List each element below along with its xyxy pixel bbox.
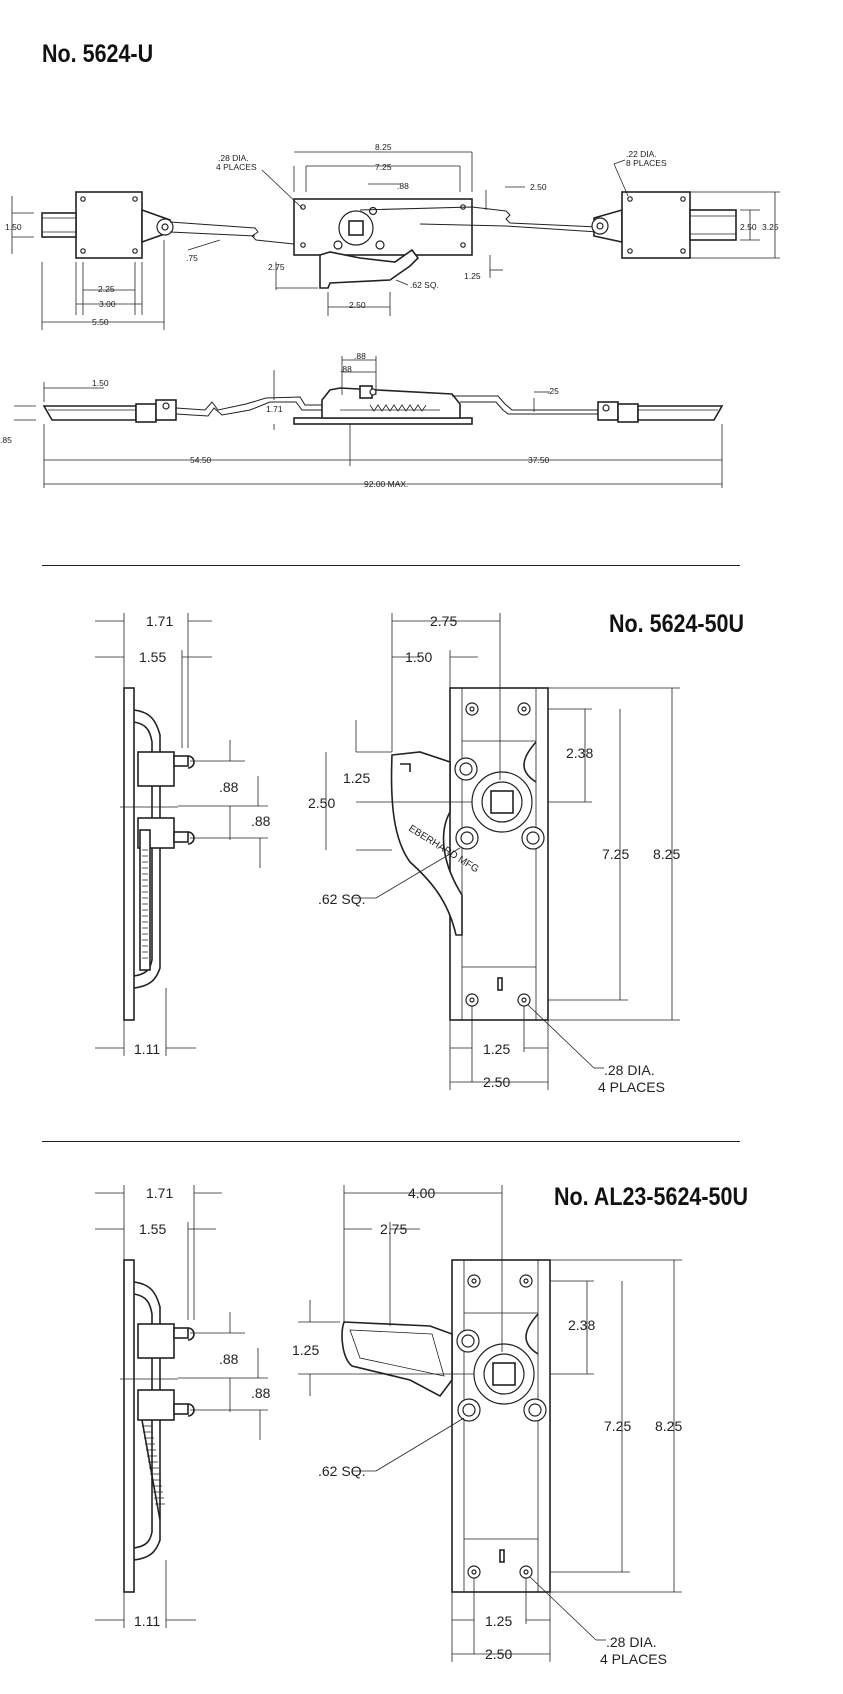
right-extrusion: [689, 209, 737, 241]
side-base-plate: [293, 417, 473, 425]
fig3-side-plate: [123, 1259, 135, 1593]
side-dim-88b: .88: [340, 364, 352, 374]
fig2-handle: [390, 751, 463, 936]
fig2-dim-62sq: .62 SQ.: [318, 891, 365, 907]
fig3-front-view: 4.00 2.75 2.38 1.25 7.25 8.25 .62 SQ. 1.…: [292, 1185, 682, 1667]
fig2-dim-171: 1.71: [146, 613, 173, 629]
left-extrusion: [41, 212, 77, 238]
fig2-dim-275: 2.75: [430, 613, 457, 629]
square-drive: [348, 220, 364, 236]
side-dim-5450: 54.50: [190, 455, 212, 465]
fig3-dim-238: 2.38: [568, 1317, 595, 1333]
fig2-dim-725: 7.25: [602, 846, 629, 862]
fig3-dim-171: 1.71: [146, 1185, 173, 1201]
dim-250-top: 2.50: [530, 182, 547, 192]
dim-150: 1.50: [5, 222, 22, 232]
fig2-dim-155: 1.55: [139, 649, 166, 665]
fig3-dim-250-bottom: 2.50: [485, 1646, 512, 1662]
title-5624-50u: No. 5624-50U: [609, 610, 745, 638]
fig3-dim-125-left: 1.25: [292, 1342, 319, 1358]
dim-825: 8.25: [375, 142, 392, 152]
fig3-dim-725: 7.25: [604, 1418, 631, 1434]
fig3-side-profile: 1.71 1.55 .88 .88 1.11: [95, 1185, 271, 1629]
fig3-dim-62sq: .62 SQ.: [318, 1463, 365, 1479]
dim-125: 1.25: [464, 271, 481, 281]
side-left-extrusion: [42, 405, 137, 421]
dim-62sq: .62 SQ.: [410, 280, 439, 290]
dim-225: 2.25: [98, 284, 115, 294]
fig2-front-plate: [449, 687, 549, 1021]
fig3-dim-4places: 4 PLACES: [600, 1651, 667, 1667]
drawing-5624-u: 8.25 7.25 .88 2.50 .28 DIA. 4 PLACES .22…: [0, 142, 780, 489]
fig2-dim-125-left: 1.25: [343, 770, 370, 786]
fig2-front-view: EBERHARD MFG 2.75 1.50 2.38 1.25 2.50 7.…: [308, 613, 680, 1095]
fig3-dim-88a: .88: [219, 1351, 239, 1367]
side-dim-9200: 92.00 MAX.: [364, 479, 408, 489]
dim-8places: 8 PLACES: [626, 158, 667, 168]
fig3-front-plate: [451, 1259, 551, 1593]
cam-handle: [319, 248, 420, 289]
fig2-dim-4places: 4 PLACES: [598, 1079, 665, 1095]
dim-28dia: .28 DIA.: [218, 153, 249, 163]
fig3-dim-155: 1.55: [139, 1221, 166, 1237]
fig3-upper-block: [137, 1323, 175, 1359]
fig3-dim-111: 1.11: [134, 1613, 160, 1629]
fig2-dim-150: 1.50: [405, 649, 432, 665]
side-dim-85: .85: [0, 435, 12, 445]
fig3-square-drive: [492, 1362, 516, 1386]
title-al23-5624-50u: No. AL23-5624-50U: [554, 1183, 748, 1211]
dim-325-right: 3.25: [762, 222, 779, 232]
plan-view: 8.25 7.25 .88 2.50 .28 DIA. 4 PLACES .22…: [5, 142, 780, 330]
fig2-square-drive: [490, 790, 514, 814]
fig2-side-profile: 1.71 1.55 .88 .88 1.11: [95, 613, 271, 1057]
dim-250-right: 2.50: [740, 222, 757, 232]
fig2-dim-825: 8.25: [653, 846, 680, 862]
dim-22dia: .22 DIA.: [626, 149, 657, 159]
fig3-dim-28dia: .28 DIA.: [606, 1634, 657, 1650]
dim-75: .75: [186, 253, 198, 263]
dim-275: 2.75: [268, 262, 285, 272]
side-dim-25: .25: [547, 386, 559, 396]
dim-725: 7.25: [375, 162, 392, 172]
left-mount-block: [75, 191, 143, 259]
side-dim-150: 1.50: [92, 378, 109, 388]
section-divider-2: [42, 1141, 740, 1142]
fig3-dim-88b: .88: [251, 1385, 271, 1401]
side-dim-88a: .88: [354, 351, 366, 361]
dim-250-bottom: 2.50: [349, 300, 366, 310]
right-mount-block: [621, 191, 691, 259]
side-dim-3750: 37.50: [528, 455, 550, 465]
fig2-dim-250-bottom: 2.50: [483, 1074, 510, 1090]
fig3-dim-125-bottom: 1.25: [485, 1613, 512, 1629]
fig3-dim-400: 4.00: [408, 1185, 435, 1201]
section-divider-1: [42, 565, 740, 566]
side-view: .88 .88 1.50 1.71 .25 .85 54.50 37.50 92…: [0, 351, 724, 489]
fig2-dim-28dia: .28 DIA.: [604, 1062, 655, 1078]
drawing-al23-5624-50u: 1.71 1.55 .88 .88 1.11: [95, 1185, 682, 1667]
fig2-dim-125-bottom: 1.25: [483, 1041, 510, 1057]
side-dim-171: 1.71: [266, 404, 283, 414]
dim-4places: 4 PLACES: [216, 162, 257, 172]
drawing-5624-50u: 1.71 1.55 .88 .88 1.11 EBERHARD MFG: [95, 613, 680, 1095]
fig2-side-plate: [123, 687, 135, 1021]
fig2-upper-block: [137, 751, 175, 787]
title-5624-u: No. 5624-U: [42, 40, 154, 68]
fig2-dim-88a: .88: [219, 779, 239, 795]
fig3-dim-825: 8.25: [655, 1418, 682, 1434]
fig2-dim-250-left: 2.50: [308, 795, 335, 811]
dim-550: 5.50: [92, 317, 109, 327]
dim-300: 3.00: [99, 299, 116, 309]
fig2-dim-88b: .88: [251, 813, 271, 829]
fig3-lever-handle: [341, 1321, 453, 1398]
fig2-dim-238: 2.38: [566, 745, 593, 761]
dim-88: .88: [397, 181, 409, 191]
side-right-extrusion: [637, 405, 724, 421]
fig2-dim-111: 1.11: [134, 1041, 160, 1057]
fig3-dim-275: 2.75: [380, 1221, 407, 1237]
